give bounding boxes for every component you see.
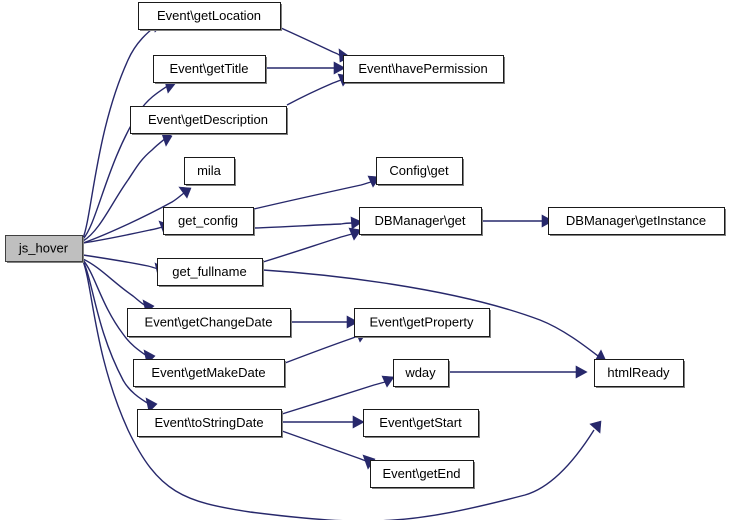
edge-line xyxy=(82,254,159,270)
node-getLocation[interactable]: Event\getLocation xyxy=(138,2,283,32)
node-getEnd[interactable]: Event\getEnd xyxy=(370,460,476,490)
node-rect[interactable] xyxy=(5,235,83,262)
arrowhead-icon xyxy=(589,420,602,434)
node-getChangeDate[interactable]: Event\getChangeDate xyxy=(127,308,293,339)
arrowhead-icon xyxy=(352,415,365,429)
edge-line xyxy=(253,222,354,229)
node-toStringDate[interactable]: Event\toStringDate xyxy=(137,409,284,439)
nodes-layer: js_hoverEvent\getLocationEvent\getTitleE… xyxy=(5,2,727,490)
edge-line xyxy=(281,381,386,415)
arrowhead-icon xyxy=(350,216,363,230)
edge-line xyxy=(262,269,599,357)
edge-js_hover-to-get_fullname xyxy=(82,254,167,277)
edge-line xyxy=(286,79,342,106)
edge-line xyxy=(281,430,367,462)
node-rect[interactable] xyxy=(359,207,482,235)
node-getProperty[interactable]: Event\getProperty xyxy=(354,308,492,339)
node-rect[interactable] xyxy=(393,359,449,387)
node-getDescription[interactable]: Event\getDescription xyxy=(130,106,289,136)
edge-line xyxy=(82,260,595,520)
arrowhead-icon xyxy=(333,61,346,75)
node-getStart[interactable]: Event\getStart xyxy=(363,409,481,439)
edge-line xyxy=(82,192,185,244)
edge-get_config-to-dbmanagerGet xyxy=(253,216,363,230)
edge-getTitle-to-havePermission xyxy=(266,61,346,75)
node-rect[interactable] xyxy=(153,55,266,83)
node-dbmanagerGet[interactable]: DBManager\get xyxy=(359,207,484,237)
node-getMakeDate[interactable]: Event\getMakeDate xyxy=(133,359,287,389)
edge-line xyxy=(284,335,359,364)
node-rect[interactable] xyxy=(343,55,504,83)
arrowhead-icon xyxy=(381,375,395,388)
edge-toStringDate-to-getStart xyxy=(281,415,365,429)
arrowhead-icon xyxy=(541,214,554,228)
edge-toStringDate-to-getEnd xyxy=(281,430,376,470)
node-rect[interactable] xyxy=(133,359,285,387)
node-rect[interactable] xyxy=(184,157,235,185)
node-rect[interactable] xyxy=(138,2,281,30)
node-get_config[interactable]: get_config xyxy=(163,207,256,237)
node-rect[interactable] xyxy=(163,207,254,235)
edge-dbmanagerGet-to-dbmanagerInstance xyxy=(482,214,554,228)
node-rect[interactable] xyxy=(363,409,479,437)
node-configGet[interactable]: Config\get xyxy=(376,157,465,187)
arrowhead-icon xyxy=(145,397,158,413)
node-rect[interactable] xyxy=(370,460,474,488)
node-get_fullname[interactable]: get_fullname xyxy=(157,258,265,288)
node-dbmanagerInstance[interactable]: DBManager\getInstance xyxy=(548,207,727,237)
edge-line xyxy=(82,137,167,242)
edge-js_hover-to-mila xyxy=(82,186,192,244)
edge-getDescription-to-havePermission xyxy=(286,73,351,106)
edge-line xyxy=(253,181,372,210)
arrowhead-icon xyxy=(575,365,588,379)
arrowhead-icon xyxy=(178,186,192,199)
node-js_hover[interactable]: js_hover xyxy=(5,235,85,264)
node-havePermission[interactable]: Event\havePermission xyxy=(343,55,506,85)
node-rect[interactable] xyxy=(130,106,287,134)
edge-line xyxy=(280,27,342,57)
edge-getLocation-to-havePermission xyxy=(280,27,351,63)
edge-line xyxy=(82,260,150,405)
edge-js_hover-to-getChangeDate xyxy=(82,258,155,314)
edge-wday-to-htmlReady xyxy=(449,365,588,379)
node-rect[interactable] xyxy=(354,308,490,337)
node-rect[interactable] xyxy=(127,308,291,337)
edge-line xyxy=(262,233,353,263)
edge-line xyxy=(82,259,148,357)
edge-js_hover-to-toStringDate xyxy=(82,260,158,413)
node-getTitle[interactable]: Event\getTitle xyxy=(153,55,268,85)
arrowhead-icon xyxy=(348,227,362,241)
node-rect[interactable] xyxy=(376,157,463,185)
node-mila[interactable]: mila xyxy=(184,157,237,187)
edge-js_hover-to-getTitle xyxy=(82,77,176,240)
edge-js_hover-to-htmlReady xyxy=(82,260,602,520)
edge-toStringDate-to-wday xyxy=(281,375,395,415)
node-wday[interactable]: wday xyxy=(393,359,451,389)
edge-line xyxy=(82,226,164,244)
edge-get_fullname-to-dbmanagerGet xyxy=(262,227,362,263)
edge-get_config-to-configGet xyxy=(253,175,381,210)
edge-getChangeDate-to-getProperty xyxy=(291,315,359,329)
node-rect[interactable] xyxy=(548,207,725,235)
node-rect[interactable] xyxy=(157,258,263,286)
node-htmlReady[interactable]: htmlReady xyxy=(594,359,686,389)
arrowhead-icon xyxy=(346,315,359,329)
edge-line xyxy=(82,24,158,239)
edge-line xyxy=(82,258,147,307)
node-rect[interactable] xyxy=(137,409,282,437)
node-rect[interactable] xyxy=(594,359,684,387)
